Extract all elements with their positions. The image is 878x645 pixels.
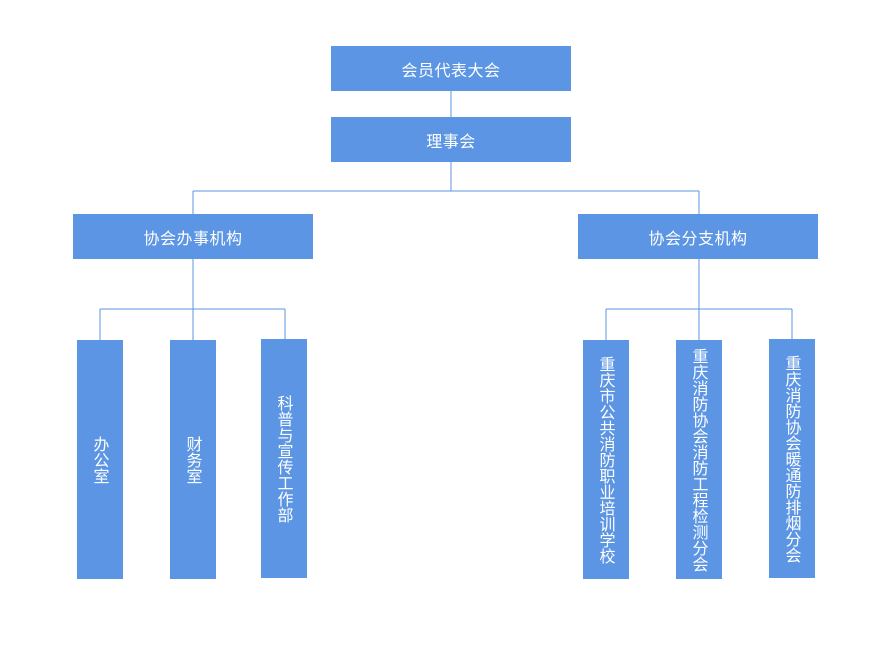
sub-unit-label: 重庆消防协会消防工程检测分会 [689, 347, 709, 572]
council-node: 理事会 [331, 117, 571, 162]
sub-unit-node: 重庆市公共消防职业培训学校 [583, 340, 629, 579]
office-branch-label: 协会办事机构 [143, 228, 243, 248]
assembly-label: 会员代表大会 [401, 60, 501, 80]
assembly-node: 会员代表大会 [331, 46, 571, 91]
sub-branch-node: 协会分支机构 [578, 214, 818, 259]
office-unit-node: 科普与宣传工作部 [261, 339, 307, 578]
office-unit-node: 办公室 [77, 340, 123, 579]
sub-unit-node: 重庆消防协会消防工程检测分会 [676, 340, 722, 579]
office-unit-label: 财务室 [183, 435, 203, 484]
office-unit-label: 科普与宣传工作部 [274, 394, 294, 523]
office-unit-label: 办公室 [90, 435, 110, 484]
sub-unit-node: 重庆消防协会暖通防排烟分会 [769, 339, 815, 578]
sub-unit-label: 重庆市公共消防职业培训学校 [596, 355, 616, 564]
sub-branch-label: 协会分支机构 [648, 228, 748, 248]
office-branch-node: 协会办事机构 [73, 214, 313, 259]
council-label: 理事会 [426, 131, 476, 151]
sub-unit-label: 重庆消防协会暖通防排烟分会 [782, 354, 802, 563]
office-unit-node: 财务室 [170, 340, 216, 579]
